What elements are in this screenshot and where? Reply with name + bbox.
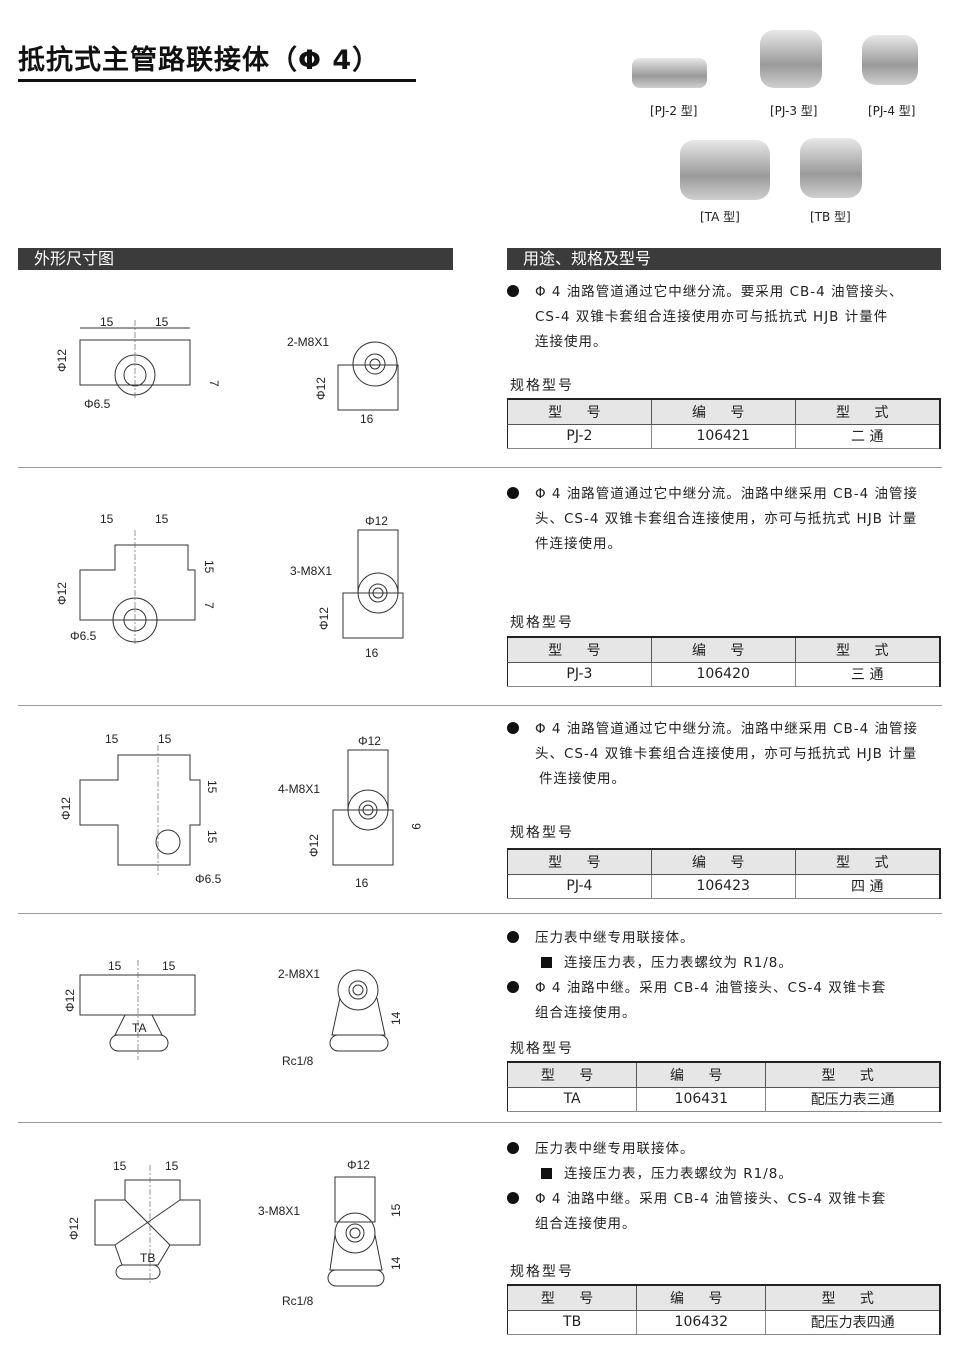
svg-text:Φ6.5: Φ6.5 <box>70 629 97 643</box>
svg-text:Φ6.5: Φ6.5 <box>84 397 111 411</box>
description: 压力表中继专用联接体。 连接压力表，压力表螺纹为 R1/8。 Φ 4 油路中继。… <box>507 926 947 1026</box>
svg-text:15: 15 <box>100 512 114 526</box>
divider <box>18 467 942 468</box>
drawing-pj3: 15 15 Φ12 Φ6.5 15 7 Φ12 3-M8X1 Φ12 16 <box>55 512 404 660</box>
svg-text:Rc1/8: Rc1/8 <box>282 1054 314 1068</box>
usage-header: 用途、规格及型号 <box>507 248 941 270</box>
svg-text:Φ12: Φ12 <box>317 607 331 630</box>
svg-text:15: 15 <box>205 780 219 794</box>
photo-caption: [PJ-2 型] <box>650 104 698 118</box>
svg-text:7: 7 <box>202 602 216 609</box>
description: 压力表中继专用联接体。 连接压力表，压力表螺纹为 R1/8。 Φ 4 油路中继。… <box>507 1137 947 1237</box>
bullet-icon <box>507 981 519 993</box>
svg-text:15: 15 <box>205 830 219 844</box>
svg-text:2-M8X1: 2-M8X1 <box>278 967 320 981</box>
photo-pj2 <box>632 58 707 88</box>
svg-text:3-M8X1: 3-M8X1 <box>290 564 332 578</box>
spec-label: 规格型号 <box>510 378 574 394</box>
svg-text:3-M8X1: 3-M8X1 <box>258 1204 300 1218</box>
svg-text:7: 7 <box>207 380 221 387</box>
svg-text:15: 15 <box>155 315 169 329</box>
svg-text:14: 14 <box>389 1011 403 1025</box>
description: Φ 4 油路管道通过它中继分流。油路中继采用 CB-4 油管接 头、CS-4 双… <box>507 717 947 792</box>
svg-text:Φ12: Φ12 <box>55 582 69 605</box>
svg-text:TB: TB <box>140 1251 155 1265</box>
svg-text:15: 15 <box>158 732 172 746</box>
divider <box>18 705 942 706</box>
svg-text:Φ12: Φ12 <box>59 797 73 820</box>
svg-text:15: 15 <box>155 512 169 526</box>
drawing-pj4: 15 15 Φ12 Φ6.5 15 15 Φ12 4-M8X1 Φ12 16 9 <box>59 732 423 890</box>
svg-text:15: 15 <box>162 959 176 973</box>
dimension-header: 外形尺寸图 <box>18 248 453 270</box>
svg-text:15: 15 <box>389 1203 403 1217</box>
svg-text:Φ6.5: Φ6.5 <box>195 872 222 886</box>
photo-caption: [PJ-3 型] <box>770 104 818 118</box>
drawing-pj2: 15 15 Φ12 Φ6.5 7 2-M8X1 Φ12 16 <box>55 315 399 426</box>
description: Φ 4 油路管道通过它中继分流。油路中继采用 CB-4 油管接 头、CS-4 双… <box>507 482 947 557</box>
svg-text:Φ12: Φ12 <box>314 377 328 400</box>
bullet-icon <box>507 1142 519 1154</box>
photo-caption: [TB 型] <box>810 210 851 224</box>
svg-text:Rc1/8: Rc1/8 <box>282 1294 314 1308</box>
photo-caption: [PJ-4 型] <box>868 104 916 118</box>
svg-text:Φ12: Φ12 <box>63 989 77 1012</box>
svg-text:TA: TA <box>132 1021 146 1035</box>
svg-text:Φ12: Φ12 <box>67 1217 81 1240</box>
spec-label: 规格型号 <box>510 615 574 631</box>
svg-text:15: 15 <box>202 560 216 574</box>
photo-tb <box>800 138 862 198</box>
drawing-tb: 15 15 Φ12 TB Φ12 3-M8X1 15 14 Rc1/8 <box>67 1158 403 1308</box>
square-bullet-icon <box>541 957 552 968</box>
svg-text:Φ12: Φ12 <box>347 1158 370 1172</box>
square-bullet-icon <box>541 1168 552 1179</box>
spec-label: 规格型号 <box>510 825 574 841</box>
svg-text:16: 16 <box>360 412 374 426</box>
spec-label: 规格型号 <box>510 1041 574 1057</box>
svg-text:Φ12: Φ12 <box>365 514 388 528</box>
bullet-icon <box>507 722 519 734</box>
svg-text:Φ12: Φ12 <box>307 834 321 857</box>
svg-text:16: 16 <box>365 646 379 660</box>
divider <box>18 913 942 914</box>
photo-caption: [TA 型] <box>700 210 740 224</box>
svg-text:9: 9 <box>409 823 423 830</box>
bullet-icon <box>507 487 519 499</box>
bullet-icon <box>507 285 519 297</box>
spec-label: 规格型号 <box>510 1264 574 1280</box>
svg-text:15: 15 <box>100 315 114 329</box>
divider <box>18 1122 942 1123</box>
bullet-icon <box>507 1192 519 1204</box>
svg-text:4-M8X1: 4-M8X1 <box>278 782 320 796</box>
svg-text:14: 14 <box>389 1256 403 1270</box>
svg-text:15: 15 <box>108 959 122 973</box>
svg-text:2-M8X1: 2-M8X1 <box>287 335 329 349</box>
svg-text:Φ12: Φ12 <box>55 349 69 372</box>
description: Φ 4 油路管道通过它中继分流。要采用 CB-4 油管接头、 CS-4 双锥卡套… <box>507 280 947 355</box>
photo-pj4 <box>862 35 918 85</box>
svg-text:15: 15 <box>113 1159 127 1173</box>
svg-text:15: 15 <box>165 1159 179 1173</box>
svg-text:16: 16 <box>355 876 369 890</box>
bullet-icon <box>507 931 519 943</box>
photo-pj3 <box>760 30 822 88</box>
svg-text:15: 15 <box>105 732 119 746</box>
drawing-ta: 15 15 Φ12 TA 2-M8X1 14 Rc1/8 <box>63 959 403 1068</box>
photo-ta <box>680 140 770 200</box>
page-title: 抵抗式主管路联接体（Φ 4） <box>18 38 416 82</box>
svg-text:Φ12: Φ12 <box>358 734 381 748</box>
